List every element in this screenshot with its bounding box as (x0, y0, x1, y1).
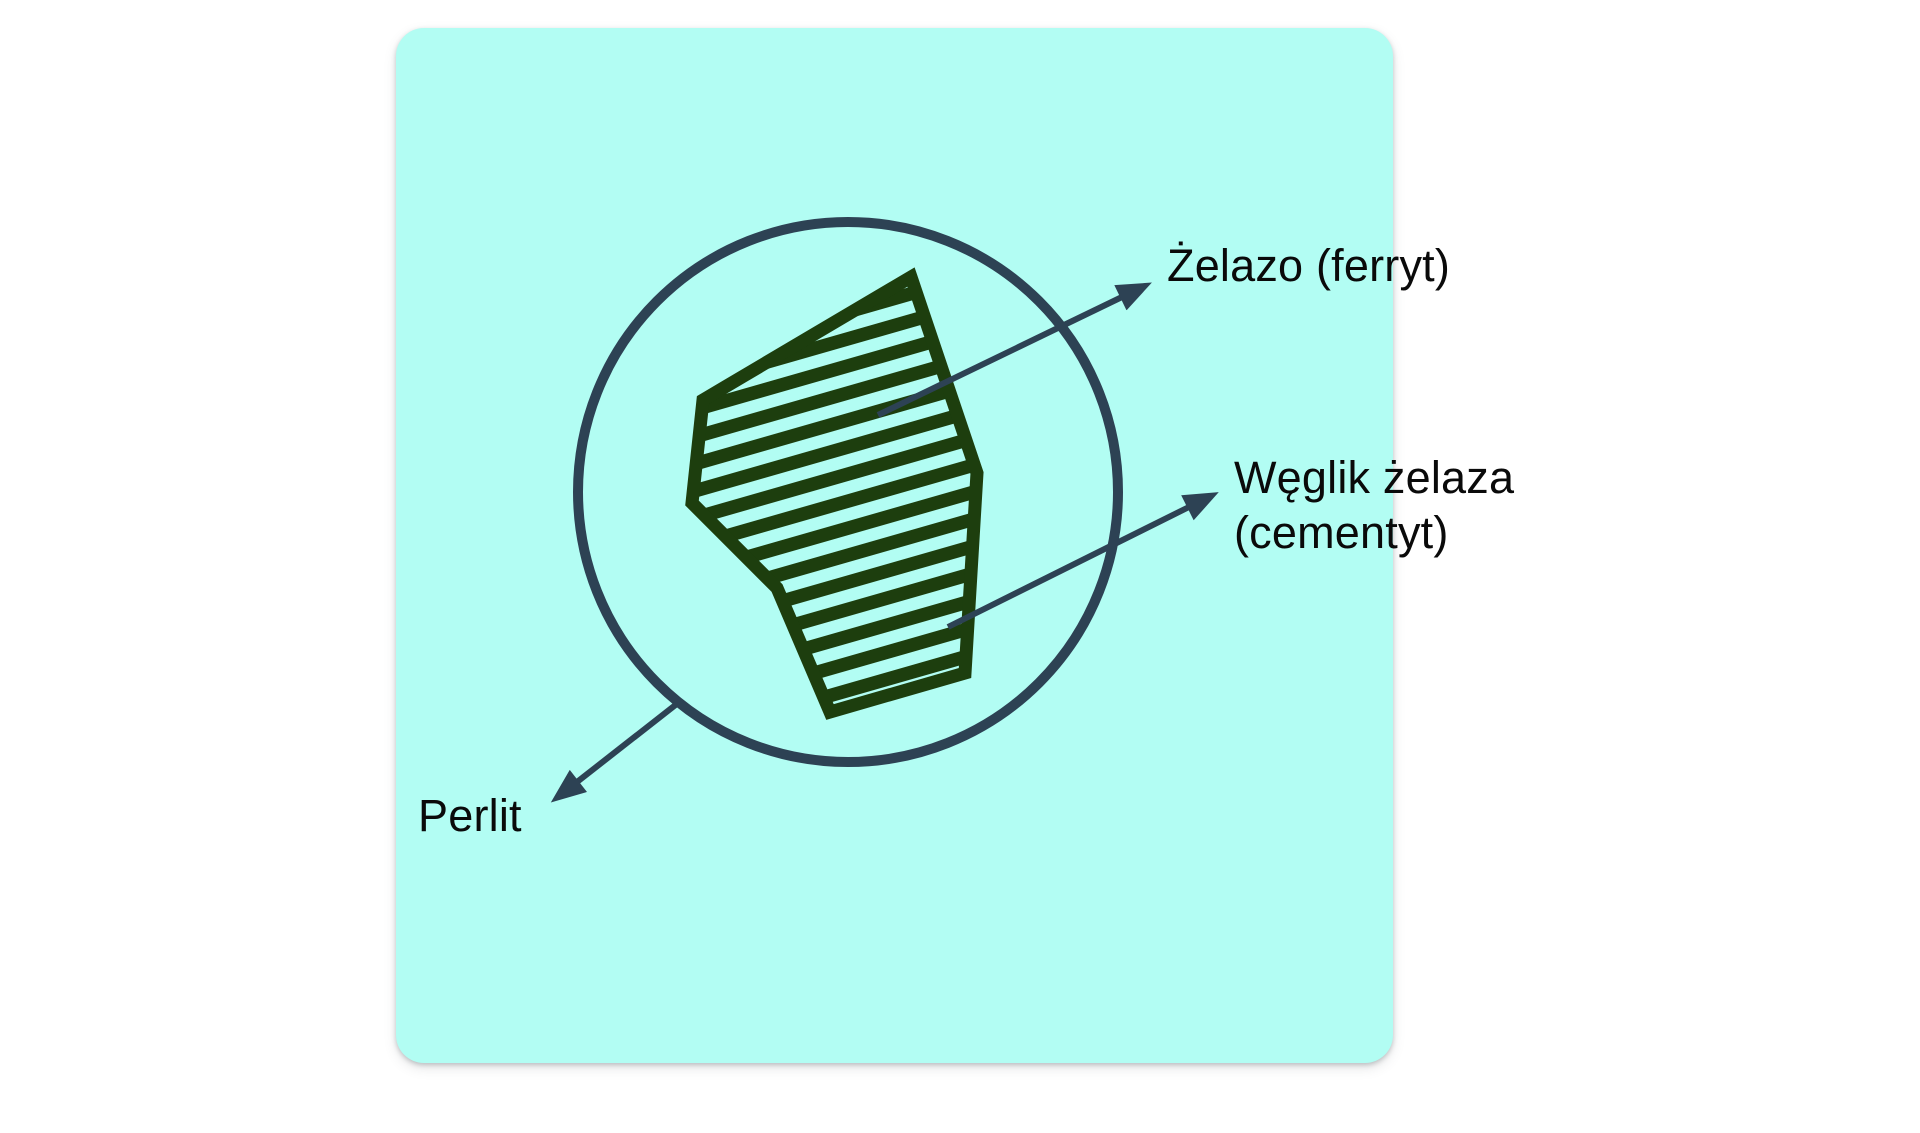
cementite-arrow (946, 492, 1219, 630)
cementite-label: Węglik żelaza (cementyt) (1234, 450, 1514, 560)
ferrite-arrow (876, 282, 1152, 418)
magnification-circle (573, 217, 1123, 767)
cementite-label-line2: (cementyt) (1234, 507, 1449, 558)
pearlite-grain-polygon (685, 267, 984, 720)
pearlite-label: Perlit (418, 790, 522, 841)
cementite-label-line1: Węglik żelaza (1234, 452, 1515, 503)
pearlite-arrow (550, 700, 680, 803)
ferrite-label: Żelazo (ferryt) (1167, 240, 1451, 291)
